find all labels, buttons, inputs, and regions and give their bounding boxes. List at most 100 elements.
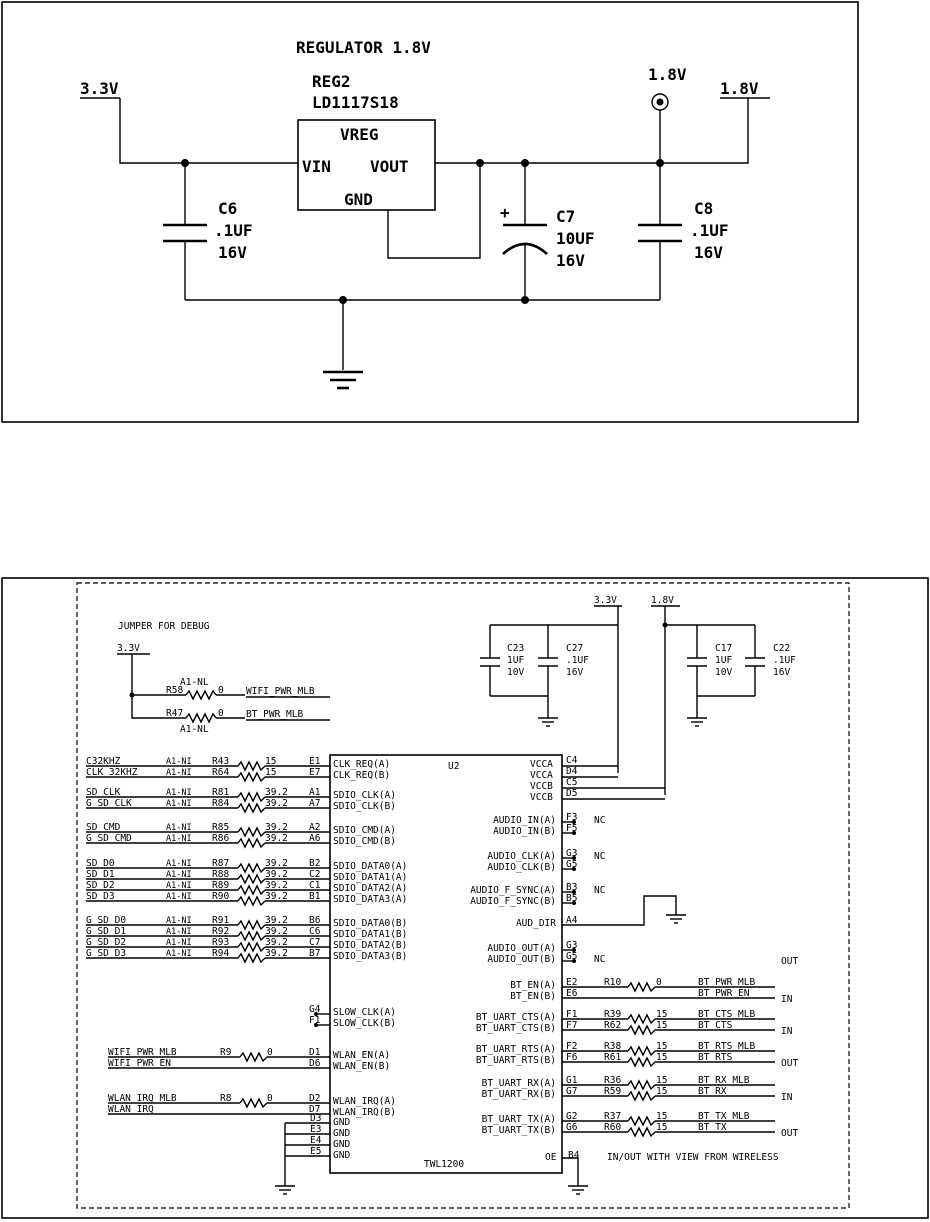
resistor-value: 39.2 xyxy=(265,926,288,937)
option-label: A1-NI xyxy=(166,927,192,937)
pin-number: B5 xyxy=(566,893,577,904)
net-label: BT_TX_MLB xyxy=(698,1111,750,1122)
regulator-frame xyxy=(1,1,859,423)
pin-number: B1 xyxy=(309,891,321,902)
pin-signal: BT_UART_CTS(B) xyxy=(476,1023,556,1034)
wire-vout xyxy=(435,98,749,164)
wire-vin xyxy=(119,98,298,164)
resistor-ref: R92 xyxy=(212,926,229,937)
pin-number: B6 xyxy=(309,915,321,926)
no-connect-dot xyxy=(572,959,576,963)
pin-signal: AUDIO_CLK(B) xyxy=(487,862,556,873)
resistor-icon xyxy=(627,1090,656,1102)
no-connect-dot xyxy=(314,1023,318,1027)
pin-number: B3 xyxy=(566,882,577,893)
c27-voltage: 16V xyxy=(566,667,583,678)
net-label: BT_PWR_MLB xyxy=(698,977,755,988)
pin-signal: AUDIO_IN(A) xyxy=(493,815,556,826)
net-label: G_SD_D0 xyxy=(86,915,126,926)
jumper-net-3v3: 3.3V xyxy=(117,643,140,654)
pin-num-b4: B4 xyxy=(568,1150,580,1161)
pin-signal: AUDIO_OUT(B) xyxy=(487,954,556,965)
option-label: A1-NI xyxy=(166,788,192,798)
resistor-ref: R43 xyxy=(212,756,229,767)
net-label: BT_RX xyxy=(698,1086,727,1097)
resistor-value: 15 xyxy=(656,1052,667,1063)
pin-sig-gnd-2: GND xyxy=(333,1128,350,1139)
pin-signal: WLAN_EN(A) xyxy=(333,1050,390,1061)
pin-sig-gnd-1: GND xyxy=(333,1117,350,1128)
resistor-icon xyxy=(237,941,266,953)
option-label: A1-NI xyxy=(166,768,192,778)
pin-signal: SDIO_CLK(A) xyxy=(333,790,396,801)
no-connect-dot xyxy=(572,820,576,824)
testpoint-label: 1.8V xyxy=(648,65,687,84)
jumper-r47-net: BT_PWR_MLB xyxy=(246,709,303,720)
jumper-title: JUMPER FOR DEBUG xyxy=(118,621,210,632)
pin-signal: BT_UART_RTS(A) xyxy=(476,1044,556,1055)
pin-sig-gnd-4: GND xyxy=(333,1150,350,1161)
resistor-ref: R93 xyxy=(212,937,229,948)
resistor-value: 39.2 xyxy=(265,948,288,959)
resistor-ref: R10 xyxy=(604,977,621,988)
pin-signal: WLAN_IRQ(A) xyxy=(333,1096,396,1107)
pin-num-d4: D4 xyxy=(566,766,578,777)
resistor-value: 39.2 xyxy=(265,880,288,891)
c17-ref: C17 xyxy=(715,643,732,654)
jumper-wire-trunk xyxy=(131,654,186,719)
audio-pin: AUDIO_IN(A)F3 xyxy=(493,812,577,826)
direction-label: OUT xyxy=(781,1058,798,1069)
direction-label: IN xyxy=(781,1092,793,1103)
resistor-icon xyxy=(237,791,266,803)
resistor-ref: R8 xyxy=(220,1093,232,1104)
wire-oe-gnd xyxy=(562,1157,579,1186)
pin-signal: CLK_REQ(A) xyxy=(333,759,390,770)
resistor-ref: R61 xyxy=(604,1052,621,1063)
c6-ref: C6 xyxy=(218,199,237,218)
resistor-value: 15 xyxy=(265,756,276,767)
pin-signal: BT_UART_TX(A) xyxy=(482,1114,556,1125)
junction-dots xyxy=(181,159,664,304)
regulator-title: REGULATOR 1.8V xyxy=(296,38,431,57)
cap-c17-icon xyxy=(687,625,707,696)
net-label: SD_CLK xyxy=(86,787,121,798)
jumper-r58-ref: R58 xyxy=(166,685,183,696)
pin-number: A1 xyxy=(309,787,321,798)
jumper-r47-option: A1-NL xyxy=(180,724,209,735)
resistor-r58-icon xyxy=(185,689,217,701)
resistor-value: 39.2 xyxy=(265,858,288,869)
direction-note: IN/OUT WITH VIEW FROM WIRELESS xyxy=(607,1152,779,1163)
resistor-icon xyxy=(627,1013,656,1025)
pin-number: G2 xyxy=(566,1111,577,1122)
net-label: WIFI_PWR_MLB xyxy=(108,1047,177,1058)
pin-number: G6 xyxy=(566,1122,578,1133)
option-label: A1-NI xyxy=(166,870,192,880)
option-label: A1-NI xyxy=(166,859,192,869)
pin-number: C2 xyxy=(309,869,320,880)
c22-voltage: 16V xyxy=(773,667,790,678)
c22-ref: C22 xyxy=(773,643,790,654)
net-label: BT_RTS_MLB xyxy=(698,1041,755,1052)
no-connect-dot xyxy=(314,1012,318,1016)
jumper-r58-net: WIFI_PWR_MLB xyxy=(246,686,315,697)
resistor-value: 15 xyxy=(656,1122,667,1133)
pin-number: C7 xyxy=(309,937,320,948)
decap-net-1v8: 1.8V xyxy=(651,595,674,606)
u2-right-signals: AUDIO_IN(A)F3AUDIO_IN(B)F5AUDIO_CLK(A)G3… xyxy=(470,812,798,1139)
pin-signal: AUDIO_OUT(A) xyxy=(487,943,556,954)
pin-vin: VIN xyxy=(302,157,331,176)
option-label: A1-NI xyxy=(166,892,192,902)
